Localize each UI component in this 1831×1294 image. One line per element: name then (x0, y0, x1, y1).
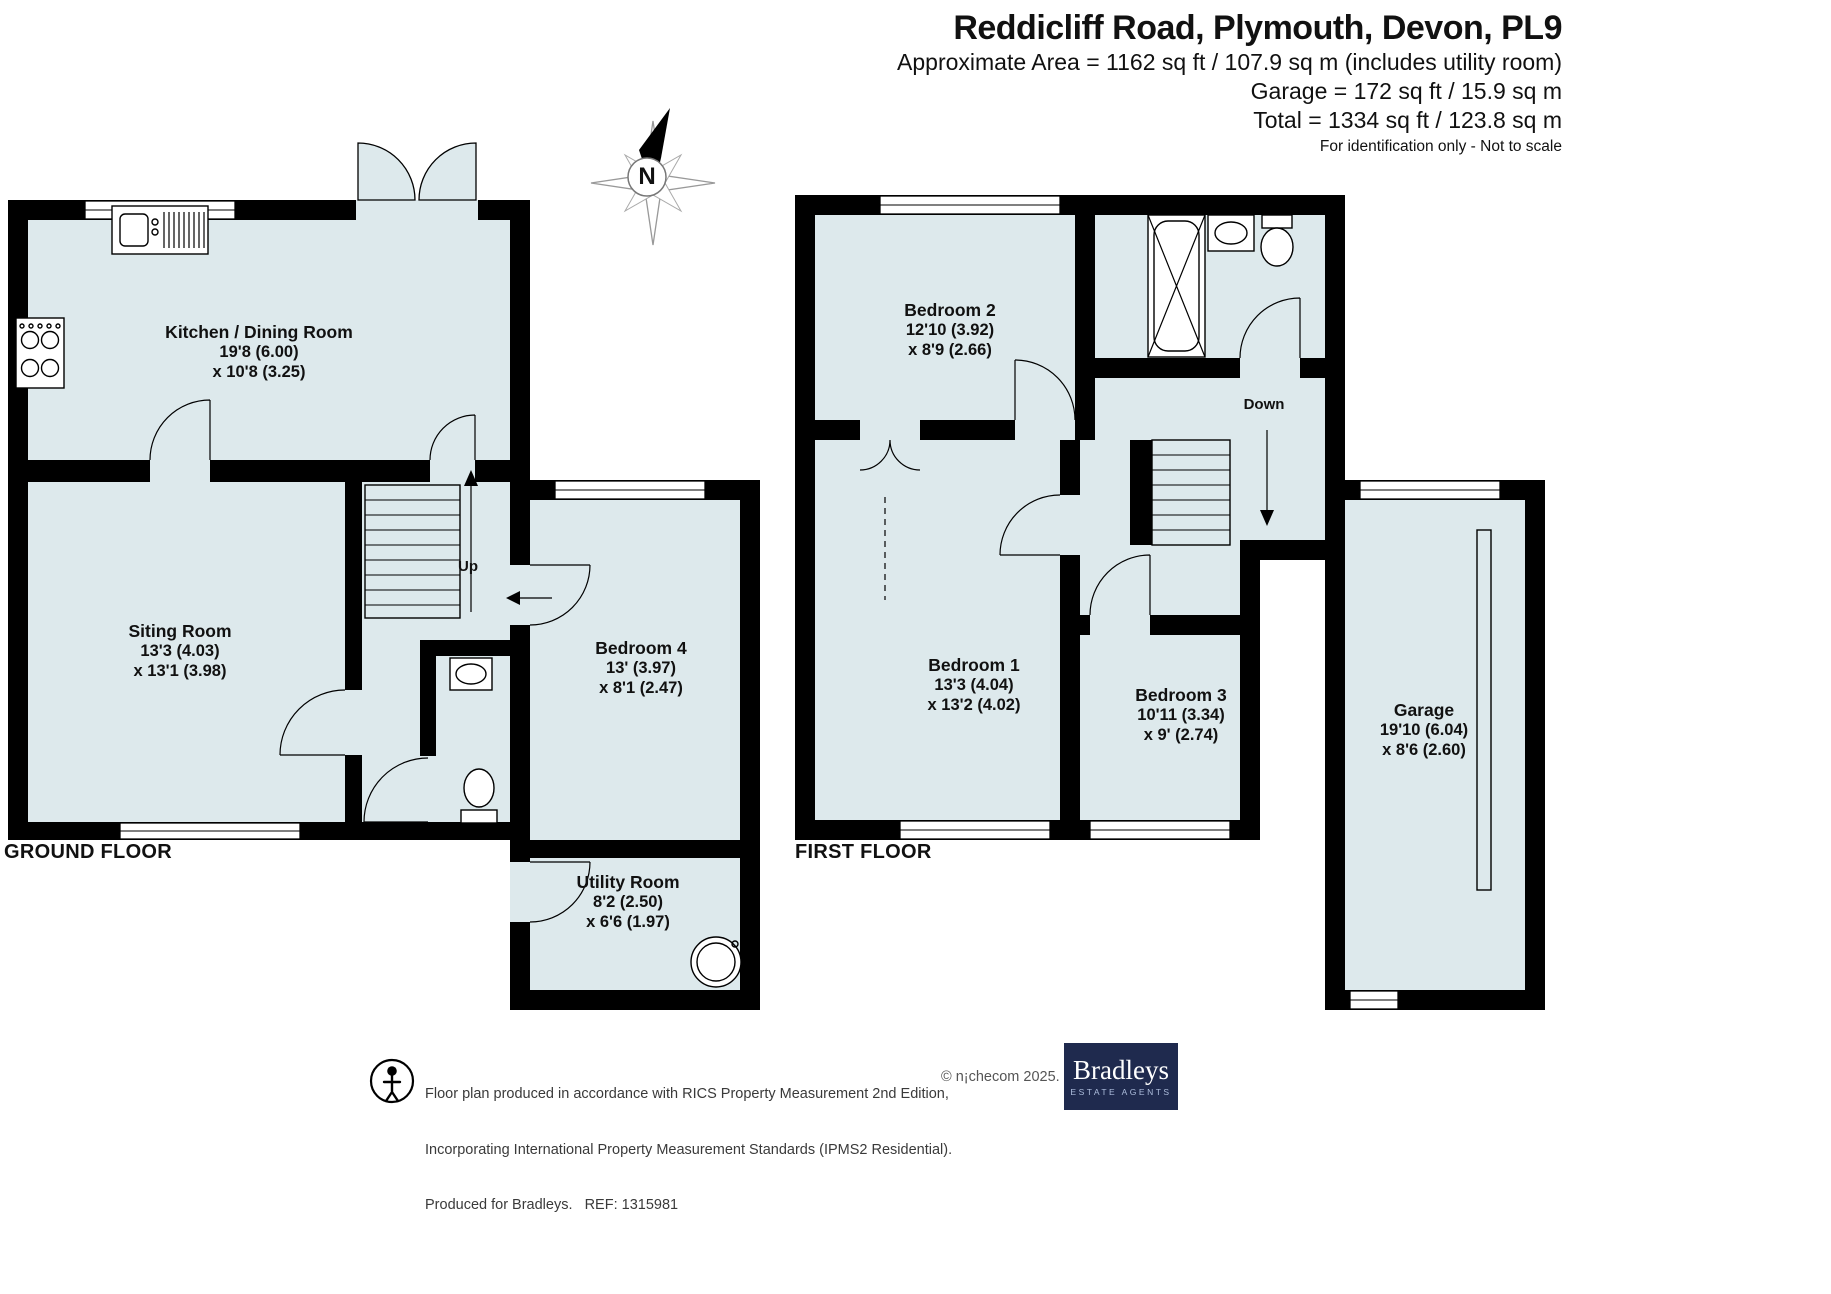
bathroom-sink-icon (1207, 214, 1255, 252)
bedroom3-window-icon (1089, 820, 1231, 840)
copyright-notice: © n¡checom 2025. (941, 1069, 1060, 1085)
stairs-down-label: Down (1243, 396, 1285, 413)
garage-door-panel-icon (1476, 529, 1492, 891)
garage-area: Garage = 172 sq ft / 15.9 sq m (1250, 78, 1562, 104)
approximate-area: Approximate Area = 1162 sq ft / 107.9 sq… (897, 49, 1562, 75)
footer-line-3: Produced for Bradleys. REF: 1315981 (425, 1197, 679, 1213)
first-floor-label: FIRST FLOOR (795, 841, 932, 863)
total-area: Total = 1334 sq ft / 123.8 sq m (1253, 107, 1562, 133)
stairs-up-icon (364, 470, 478, 619)
sitting-room-floor (28, 482, 345, 822)
bedroom3-floor (1080, 635, 1240, 820)
bedroom2-floor (815, 215, 1075, 420)
garage-floor (1345, 500, 1525, 990)
sitting-room-window-icon (119, 822, 301, 840)
stairs-down-icon (1151, 430, 1274, 546)
stairs-up-label: Up (458, 558, 478, 575)
basin-icon (449, 657, 493, 691)
page-title: Reddicliff Road, Plymouth, Devon, PL9 (953, 9, 1562, 47)
kitchen-sink-icon (111, 205, 209, 255)
ground-floor-plan (8, 142, 760, 1010)
first-floor-plan (795, 195, 1545, 1010)
footer-disclaimer: Floor plan produced in accordance with R… (425, 1048, 952, 1252)
room-label-bedroom2: Bedroom 2 12'10 (3.92) x 8'9 (2.66) (904, 300, 996, 359)
logo-name: Bradleys (1073, 1055, 1169, 1085)
room-label-sitting-room: Siting Room 13'3 (4.03) x 13'1 (3.98) (128, 621, 232, 680)
door-arcs-first (859, 297, 1301, 616)
room-label-bedroom3: Bedroom 3 10'11 (3.34) x 9' (2.74) (1135, 685, 1227, 744)
bedroom4-floor (530, 500, 740, 840)
bedroom1-floor (815, 440, 1060, 820)
ground-floor-label: GROUND FLOOR (4, 841, 173, 863)
scale-disclaimer: For identification only - Not to scale (1319, 138, 1562, 155)
patio-doors-icon (356, 142, 478, 220)
room-label-kitchen: Kitchen / Dining Room 19'8 (6.00) x 10'8… (165, 322, 353, 381)
bathtub-icon (1147, 214, 1206, 358)
door-arcs-ground (149, 399, 591, 923)
garage-window-icon (1359, 480, 1501, 500)
header: Reddicliff Road, Plymouth, Devon, PL9 Ap… (897, 8, 1562, 159)
room-label-bedroom4: Bedroom 4 13' (3.97) x 8'1 (2.47) (595, 638, 687, 697)
compass-icon (590, 108, 716, 246)
compass-north-label: N (638, 163, 656, 190)
room-label-garage: Garage 19'10 (6.04) x 8'6 (2.60) (1379, 700, 1469, 759)
washing-machine-icon (690, 936, 742, 988)
logo-tagline: ESTATE AGENTS (1070, 1087, 1172, 1097)
bedroom2-window-icon (879, 195, 1061, 215)
footer-line-1: Floor plan produced in accordance with R… (425, 1086, 949, 1102)
bedroom1-window-icon (899, 820, 1051, 840)
room-label-utility-room: Utility Room 8'2 (2.50) x 6'6 (1.97) (576, 872, 680, 931)
entrance-arrow-icon (506, 591, 552, 605)
landing-floor (1080, 378, 1325, 615)
garage-door-icon (1349, 990, 1399, 1010)
bedroom4-window-icon (554, 480, 706, 500)
toilet-first-icon (1260, 214, 1294, 267)
bradleys-logo: Bradleys ESTATE AGENTS (1064, 1043, 1178, 1110)
hob-icon (15, 317, 65, 389)
footer-line-2: Incorporating International Property Mea… (425, 1141, 953, 1158)
person-icon (369, 1058, 415, 1104)
kitchen-floor (28, 220, 510, 460)
room-label-bedroom1: Bedroom 1 13'3 (4.04) x 13'2 (4.02) (927, 655, 1021, 714)
toilet-ground-icon (460, 768, 498, 824)
